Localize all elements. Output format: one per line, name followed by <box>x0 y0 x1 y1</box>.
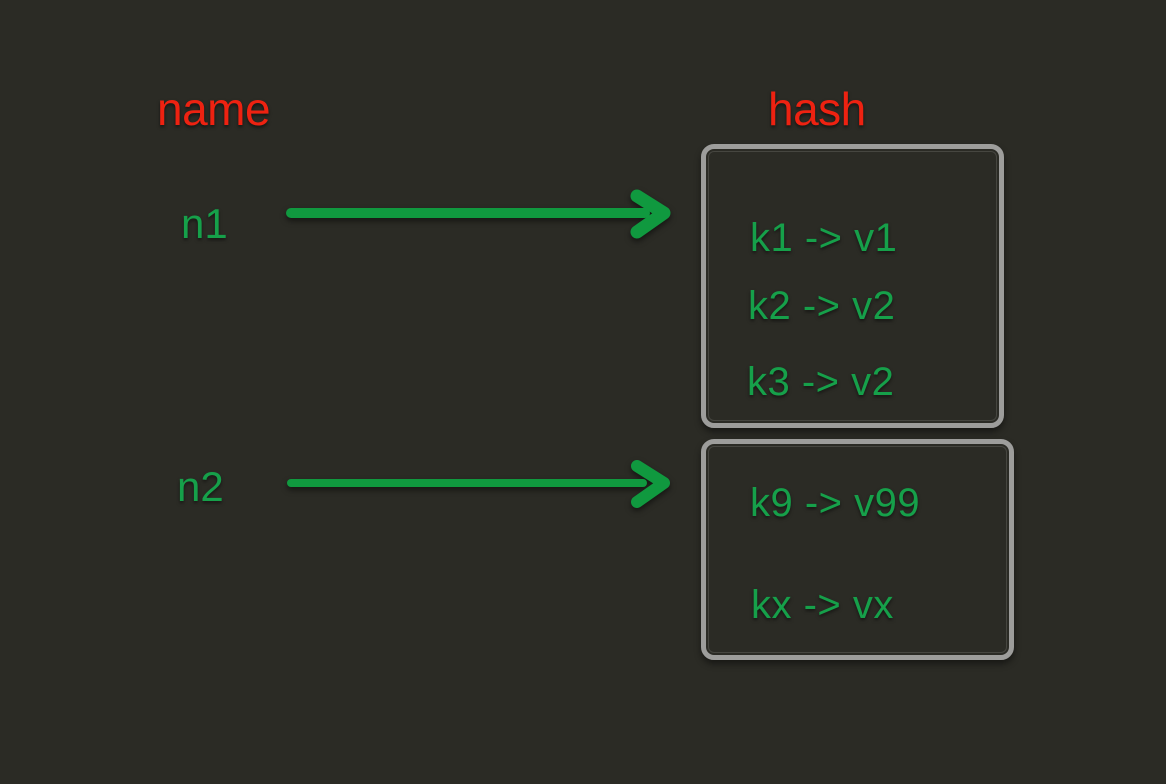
hash-box-n1: k1 -> v1 k2 -> v2 k3 -> v2 <box>701 144 1004 428</box>
hash-entry: k1 -> v1 <box>750 216 898 260</box>
node-label-n2: n2 <box>177 463 224 510</box>
hash-entry: k9 -> v99 <box>750 481 921 525</box>
node-label-n1: n1 <box>181 200 228 247</box>
hash-entry: kx -> vx <box>751 583 894 627</box>
column-heading-hash: hash <box>768 83 866 135</box>
hash-entry: k3 -> v2 <box>747 360 895 404</box>
hash-box-n2: k9 -> v99 kx -> vx <box>701 439 1014 660</box>
hash-entry: k2 -> v2 <box>748 284 896 328</box>
column-heading-name: name <box>157 83 271 135</box>
hash-entry-list-n1: k1 -> v1 k2 -> v2 k3 -> v2 <box>706 149 999 423</box>
arrow-n1-to-hash-box-1 <box>286 189 671 239</box>
hash-entry-list-n2: k9 -> v99 kx -> vx <box>706 444 1009 655</box>
arrow-n2-to-hash-box-2 <box>287 460 670 508</box>
